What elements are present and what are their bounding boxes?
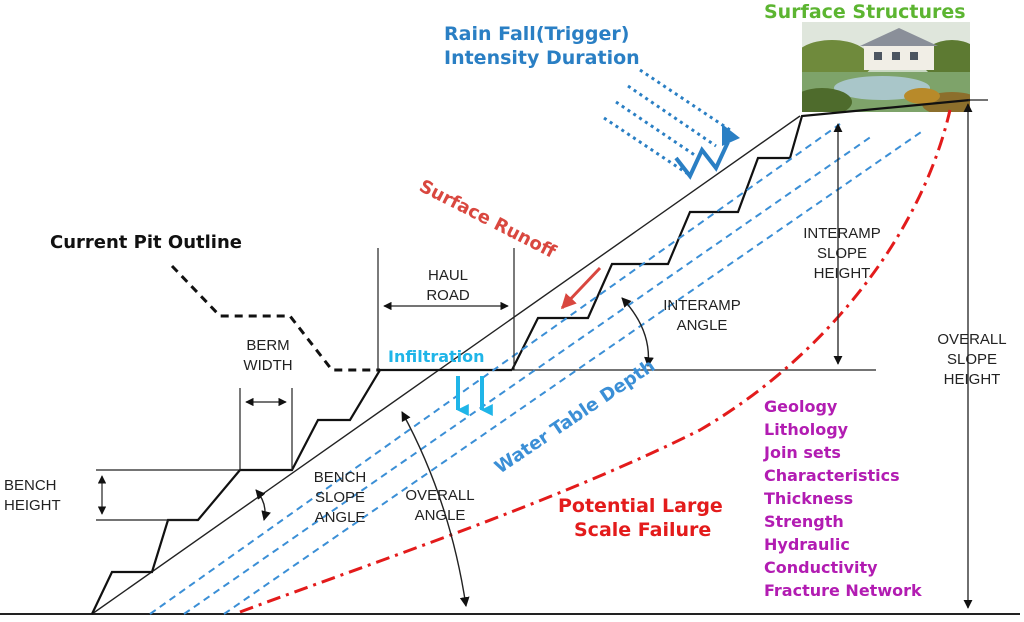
interamp-angle-label-1: INTERAMP [663, 297, 741, 314]
failure-surface [239, 109, 952, 614]
current-pit-outline [170, 264, 380, 372]
haul-road-label-2: ROAD [426, 287, 470, 304]
factors-list: Geology Lithology Join sets Characterist… [763, 397, 922, 600]
bench-height-label-1: BENCH [4, 477, 57, 494]
bench-slope-label-3: ANGLE [315, 509, 366, 526]
interamp-angle-label-2: ANGLE [677, 317, 728, 334]
factor-item: Conductivity [764, 558, 878, 577]
water-table-depth-label: Water Table Depth [491, 355, 659, 478]
bench-height-label-2: HEIGHT [4, 497, 61, 514]
current-pit-outline-label: Current Pit Outline [50, 232, 242, 253]
factor-item: Thickness [764, 489, 853, 508]
overall-angle-label-2: ANGLE [415, 507, 466, 524]
surface-structures-photo [802, 22, 970, 112]
haul-road-dimension [377, 248, 515, 370]
bench-slope-angle-arc [255, 489, 271, 521]
surface-runoff-arrow [560, 266, 602, 310]
berm-width-label-1: BERM [246, 337, 289, 354]
rain-line2: Intensity Duration [444, 47, 640, 69]
interamp-height-label-2: SLOPE [817, 245, 867, 262]
berm-width-dimension [239, 388, 293, 470]
factor-item: Join sets [763, 443, 841, 462]
rain-arrowhead-icon [722, 124, 740, 146]
rain-arrows [603, 68, 731, 176]
overall-angle-arc [401, 411, 470, 607]
infiltration-label: Infiltration [388, 347, 485, 366]
overall-height-label-2: SLOPE [947, 351, 997, 368]
bench-slope-label-1: BENCH [314, 469, 367, 486]
factor-item: Characteristics [764, 466, 900, 485]
factor-item: Hydraulic [764, 535, 850, 554]
overall-slope-line [91, 115, 801, 615]
rain-zigzag-icon [674, 141, 730, 180]
upper-benches [511, 98, 971, 371]
water-table-lines [149, 123, 925, 615]
bench-height-dimension [96, 469, 240, 521]
failure-label-1: Potential Large [558, 495, 723, 517]
rain-line1: Rain Fall(Trigger) [444, 23, 629, 45]
bench-slope-label-2: SLOPE [315, 489, 365, 506]
overall-angle-label-1: OVERALL [405, 487, 474, 504]
factor-item: Geology [764, 397, 838, 416]
interamp-height-label-1: INTERAMP [803, 225, 881, 242]
surface-runoff-label: Surface Runoff [416, 176, 560, 263]
overall-height-label-1: OVERALL [937, 331, 1006, 348]
berm-width-label-2: WIDTH [243, 357, 292, 374]
surface-structures-title: Surface Structures [764, 1, 966, 23]
factor-item: Fracture Network [764, 581, 922, 600]
infiltration-arrows [456, 376, 493, 416]
interamp-angle-arc [621, 297, 654, 367]
factor-item: Strength [764, 512, 844, 531]
factor-item: Lithology [764, 420, 849, 439]
interamp-height-label-3: HEIGHT [814, 265, 871, 282]
overall-height-label-3: HEIGHT [944, 371, 1001, 388]
haul-road-label-1: HAUL [428, 267, 468, 284]
failure-label-2: Scale Failure [574, 519, 711, 541]
